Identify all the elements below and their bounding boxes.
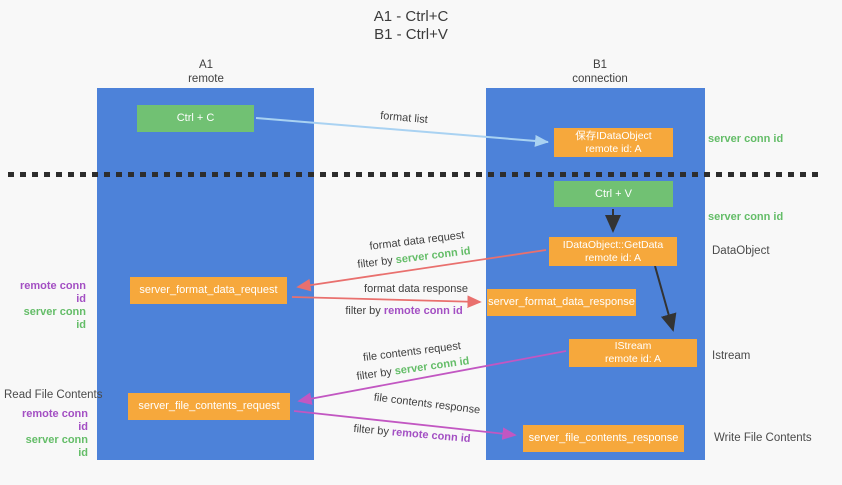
file-contents-response-label: file contents response: [373, 391, 481, 417]
istream-annotation: Istream: [712, 350, 751, 362]
format-data-response-filter-label: filter by remote conn id: [345, 305, 462, 317]
idataobject-getdata-node: IDataObject::GetData remote id: A: [549, 237, 677, 266]
server-format-data-response-node: server_format_data_response: [487, 289, 636, 316]
lane-header-a1: A1 remote: [136, 59, 276, 86]
server-conn-id-annotation-top: server conn id: [708, 133, 784, 145]
server-file-contents-request-label: server_file_contents_request: [138, 400, 280, 412]
remote-conn-id-key: remote conn id: [391, 426, 471, 446]
title-line-1: A1 - Ctrl+C: [373, 8, 449, 25]
save-idataobject-line1: 保存IDataObject: [575, 129, 652, 142]
server-file-contents-response-node: server_file_contents_response: [523, 425, 684, 452]
server-format-data-request-node: server_format_data_request: [130, 277, 287, 304]
server-conn-id-annotation-mid: server conn id: [708, 211, 784, 223]
server-conn-id-annotation: server conn id: [25, 434, 88, 459]
istream-node: IStream remote id: A: [569, 339, 697, 367]
server-conn-id-annotation: server conn id: [23, 306, 86, 331]
filter-by-text: filter by: [353, 422, 393, 439]
lane-header-b1: B1 connection: [530, 59, 670, 86]
istream-line2: remote id: A: [604, 353, 662, 365]
filter-by-text: filter by: [345, 305, 384, 317]
write-file-contents-annotation: Write File Contents: [714, 432, 812, 444]
phase-divider-dashed-line: [8, 172, 824, 177]
save-idataobject-line2: remote id: A: [585, 142, 642, 155]
format-data-response-arrow: [291, 295, 482, 308]
getdata-line1: IDataObject::GetData: [562, 238, 664, 251]
istream-line1: IStream: [614, 340, 652, 352]
ctrl-c-node: Ctrl + C: [137, 105, 254, 132]
server-file-contents-response-label: server_file_contents_response: [528, 432, 679, 444]
left-mid-conn-id-pair: remote conn id server conn id: [12, 280, 86, 332]
left-bottom-conn-id-pair: remote conn id server conn id: [14, 408, 88, 460]
ctrl-v-label: Ctrl + V: [595, 187, 632, 200]
lane-b1-id: B1: [592, 59, 608, 71]
read-file-contents-annotation: Read File Contents: [4, 389, 103, 401]
save-idataobject-node: 保存IDataObject remote id: A: [554, 128, 673, 157]
remote-conn-id-key: remote conn id: [383, 305, 463, 317]
filter-by-text: filter by: [355, 365, 396, 383]
dataobject-annotation: DataObject: [712, 245, 770, 257]
remote-conn-id-annotation: remote conn id: [19, 280, 86, 305]
format-data-response-label: format data response: [364, 283, 468, 295]
ctrl-c-label: Ctrl + C: [176, 112, 215, 124]
server-file-contents-request-node: server_file_contents_request: [128, 393, 290, 420]
remote-conn-id-annotation: remote conn id: [21, 408, 88, 433]
filter-by-text: filter by: [356, 254, 397, 271]
diagram-title: A1 - Ctrl+C B1 - Ctrl+V: [311, 8, 511, 44]
format-list-label: format list: [379, 109, 429, 127]
ctrl-v-node: Ctrl + V: [554, 181, 673, 207]
server-format-data-response-label: server_format_data_response: [488, 296, 635, 308]
server-format-data-request-label: server_format_data_request: [139, 284, 278, 296]
title-line-2: B1 - Ctrl+V: [374, 26, 448, 43]
lane-a1-role: remote: [188, 72, 224, 85]
lane-b1-role: connection: [572, 72, 628, 85]
getdata-line2: remote id: A: [584, 251, 642, 264]
lane-a1-id: A1: [198, 59, 214, 71]
file-contents-response-filter-label: filter by remote conn id: [353, 423, 471, 445]
